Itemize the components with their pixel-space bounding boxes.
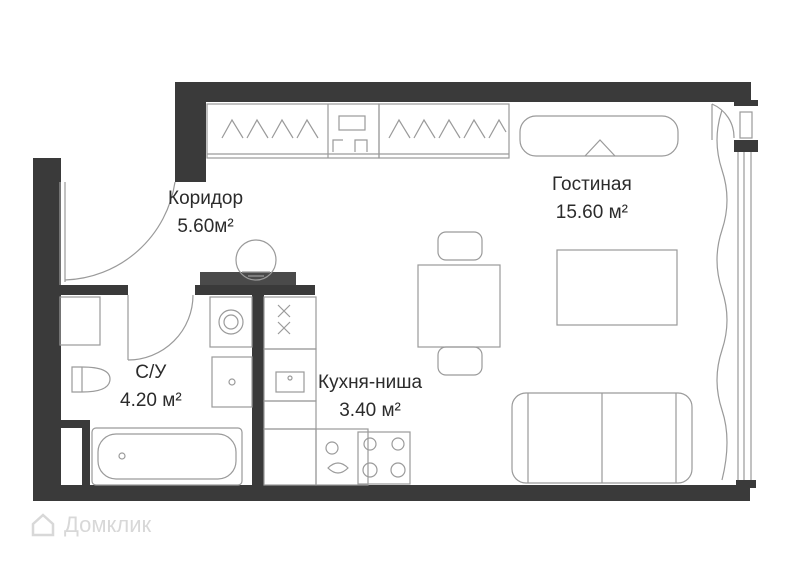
watermark-text: Домклик: [64, 512, 152, 537]
room-name: Гостиная: [552, 174, 632, 195]
room-label-bathroom: С/У 4.20 м²: [120, 362, 182, 412]
room-label-kitchen: Кухня-ниша 3.40 м²: [318, 372, 422, 422]
room-area: 5.60м²: [177, 216, 234, 237]
house-logo-icon: [31, 513, 55, 537]
room-label-corridor: Коридор 5.60м²: [168, 188, 243, 238]
room-area: 15.60 м²: [555, 202, 628, 223]
room-area: 3.40 м²: [339, 400, 401, 421]
watermark: Домклик: [30, 512, 151, 538]
room-area: 4.20 м²: [120, 390, 182, 411]
furniture-lines: [59, 103, 753, 486]
room-name: С/У: [135, 362, 167, 383]
room-name: Коридор: [168, 188, 244, 209]
room-label-living: Гостиная 15.60 м²: [552, 174, 632, 224]
room-name: Кухня-ниша: [318, 372, 423, 393]
